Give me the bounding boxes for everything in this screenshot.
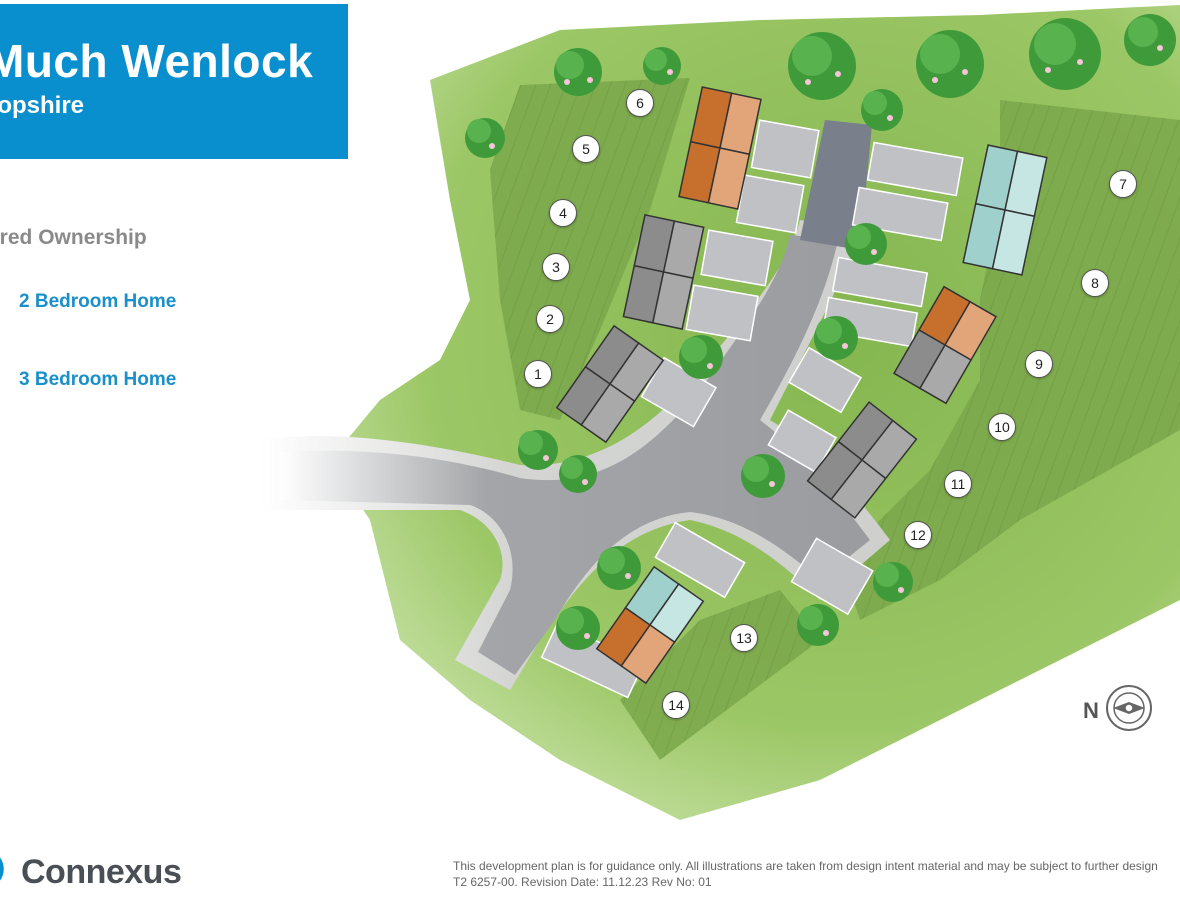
tree-icon bbox=[679, 335, 723, 379]
plot-marker-14[interactable]: 14 bbox=[662, 691, 690, 719]
tree-icon bbox=[1029, 18, 1101, 90]
legend-2-bedroom: 2 Bedroom Home bbox=[19, 291, 177, 312]
tree-icon bbox=[643, 47, 681, 85]
gardens-east bbox=[840, 100, 1180, 620]
gardens-west bbox=[490, 78, 690, 420]
plot-marker-12[interactable]: 12 bbox=[904, 521, 932, 549]
house-plot-13-14 bbox=[595, 565, 705, 685]
tree-icon bbox=[518, 430, 558, 470]
house-plot-5-6 bbox=[678, 86, 762, 210]
tree-icon bbox=[916, 30, 984, 98]
tree-icon bbox=[788, 32, 856, 100]
plot-marker-9[interactable]: 9 bbox=[1025, 350, 1053, 378]
tree-icon bbox=[861, 89, 903, 131]
plot-marker-13[interactable]: 13 bbox=[730, 624, 758, 652]
tree-icon bbox=[597, 546, 641, 590]
tree-icon bbox=[741, 454, 785, 498]
north-compass-icon bbox=[1106, 685, 1152, 731]
connexus-logo-icon bbox=[0, 857, 4, 881]
house-plot-1-2 bbox=[555, 324, 665, 444]
tree-icon bbox=[845, 223, 887, 265]
plot-marker-11[interactable]: 11 bbox=[944, 470, 972, 498]
tree-icon bbox=[554, 48, 602, 96]
north-label: N bbox=[1083, 698, 1099, 723]
plot-marker-10[interactable]: 10 bbox=[988, 413, 1016, 441]
brand-name: Connexus bbox=[21, 853, 182, 891]
plot-marker-5[interactable]: 5 bbox=[572, 135, 600, 163]
plot-marker-3[interactable]: 3 bbox=[542, 253, 570, 281]
plot-marker-4[interactable]: 4 bbox=[549, 199, 577, 227]
tree-icon bbox=[814, 316, 858, 360]
tree-icon bbox=[1124, 14, 1176, 66]
title-panel: Much Wenlock ropshire bbox=[0, 4, 348, 159]
plot-marker-7[interactable]: 7 bbox=[1109, 170, 1137, 198]
disclaimer-line-1: This development plan is for guidance on… bbox=[453, 859, 1158, 873]
tree-icon bbox=[465, 118, 505, 158]
house-plot-9 bbox=[892, 285, 998, 405]
county-subtitle: ropshire bbox=[0, 92, 85, 119]
main-road bbox=[280, 235, 870, 675]
plot-marker-2[interactable]: 2 bbox=[536, 305, 564, 333]
legend-3-bedroom: 3 Bedroom Home bbox=[19, 369, 177, 390]
development-title: Much Wenlock bbox=[0, 35, 314, 87]
disclaimer: This development plan is for guidance on… bbox=[453, 858, 1180, 890]
tree-icon bbox=[797, 604, 839, 646]
tree-icon bbox=[873, 562, 913, 602]
tree-icon bbox=[556, 606, 600, 650]
legend-heading: ared Ownership bbox=[0, 226, 147, 249]
trees bbox=[465, 14, 1176, 650]
plot-marker-1[interactable]: 1 bbox=[524, 360, 552, 388]
house-plot-7-8 bbox=[962, 144, 1048, 276]
house-plot-3-4 bbox=[622, 213, 705, 330]
plot-marker-8[interactable]: 8 bbox=[1081, 269, 1109, 297]
tree-icon bbox=[559, 455, 597, 493]
plot-marker-6[interactable]: 6 bbox=[626, 89, 654, 117]
house-plot-10-11 bbox=[806, 401, 918, 519]
disclaimer-line-2: T2 6257-00. Revision Date: 11.12.23 Rev … bbox=[453, 875, 712, 889]
